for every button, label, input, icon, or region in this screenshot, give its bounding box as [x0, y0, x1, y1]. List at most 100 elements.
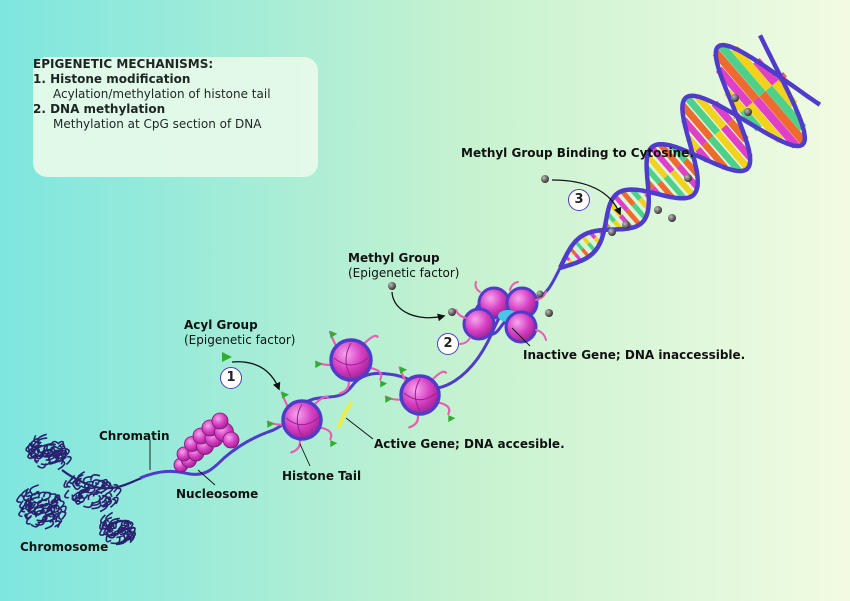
label-active-gene: Active Gene; DNA accesible.	[374, 437, 565, 451]
base-pair	[631, 203, 648, 220]
acyl-group-icon	[330, 440, 338, 448]
bound-methyl-group-icon	[608, 228, 616, 236]
free-methyl-group-icon	[541, 175, 549, 183]
dna-strand-b	[558, 42, 822, 270]
label-acyl-group: Acyl Group	[184, 318, 258, 332]
base-pair	[620, 189, 636, 207]
base-pair	[612, 194, 629, 212]
base-pair	[765, 85, 807, 131]
base-pair	[708, 135, 742, 174]
label-methyl-group-sub: (Epigenetic factor)	[348, 266, 460, 280]
chromosome-coil	[63, 470, 122, 513]
base-pair	[684, 94, 721, 135]
label-nucleosome: Nucleosome	[176, 487, 259, 501]
acyl-group-icon	[330, 330, 338, 338]
histone-group	[266, 330, 456, 454]
arrow-acyl-to-histone	[231, 361, 281, 391]
base-pair	[649, 145, 675, 174]
base-pair	[694, 94, 727, 130]
bound-methyl-group-icon	[684, 174, 692, 182]
acyl-group-icon	[380, 380, 388, 388]
base-pair	[701, 141, 728, 170]
histone-seam	[296, 403, 303, 437]
base-pair	[714, 130, 751, 171]
histone-tail	[362, 334, 379, 346]
acyl-group-icon	[400, 366, 408, 374]
histone-tail	[436, 401, 451, 416]
nucleosome-cluster	[173, 412, 240, 473]
arrow-methyl-to-inactive-gene	[391, 291, 446, 322]
base-pair	[625, 208, 642, 227]
chromosome-arm	[61, 469, 143, 490]
bound-methyl-group-icon	[731, 94, 739, 102]
chromatin-strand	[139, 267, 562, 480]
histone-tail	[312, 395, 330, 407]
info-item-dna-methylation-desc: Methylation at CpG section of DNA	[53, 117, 262, 131]
base-pair	[731, 45, 773, 91]
base-pair	[679, 102, 714, 141]
histone-seam	[333, 357, 369, 366]
free-methyl-group-icon	[388, 282, 396, 290]
base-pair	[721, 124, 753, 160]
info-item-dna-methylation: 2. DNA methylation	[33, 102, 166, 116]
base-pair	[645, 153, 668, 179]
base-pair	[717, 42, 766, 97]
free-acyl-group-icon	[222, 352, 232, 362]
label-leader-lines	[149, 327, 531, 486]
step-marker-3: 3	[568, 189, 590, 211]
active-gene-segment	[336, 400, 354, 429]
base-pair	[715, 66, 753, 108]
bound-methyl-group-icon	[744, 108, 752, 116]
histone	[266, 391, 338, 454]
label-inactive-gene: Inactive Gene; DNA inaccessible.	[523, 348, 746, 362]
info-box-title: EPIGENETIC MECHANISMS:	[33, 57, 214, 71]
histone-core	[399, 374, 441, 416]
step-marker-1: 1	[220, 367, 242, 389]
histone-seam	[285, 417, 319, 426]
label-chromatin: Chromatin	[99, 429, 170, 443]
histone-tail	[430, 370, 448, 382]
dna-strand-a	[559, 34, 808, 271]
base-pair	[669, 169, 696, 198]
chromosome-illustration	[16, 433, 143, 546]
dna-double-helix	[558, 34, 822, 271]
label-methyl-binding: Methyl Group Binding to Cytosine.	[461, 146, 694, 160]
histone-tail	[368, 366, 383, 381]
mechanisms-info-box: EPIGENETIC MECHANISMS: 1. Histone modifi…	[33, 57, 318, 177]
acyl-group-icon	[282, 391, 290, 399]
bound-methyl-group-icon	[668, 214, 676, 222]
base-pair	[663, 175, 687, 201]
bound-methyl-group-icon	[654, 206, 662, 214]
histone	[384, 366, 456, 429]
arrow-methyl-to-cytosine	[551, 179, 622, 216]
acyl-group-icon	[448, 415, 456, 423]
histone-core	[329, 338, 373, 382]
histone-seam	[345, 342, 352, 378]
base-pair	[759, 91, 808, 145]
step-marker-2: 2	[437, 333, 459, 355]
label-histone-tail: Histone Tail	[282, 469, 362, 483]
info-item-histone-modification-desc: Acylation/methylation of histone tail	[53, 87, 271, 101]
acyl-group-icon	[385, 395, 393, 403]
chromosome-coil	[99, 511, 137, 546]
histone-seam	[403, 392, 437, 401]
info-item-histone-modification: 1. Histone modification	[33, 72, 191, 86]
base-pair	[746, 102, 784, 144]
chromosome-coil	[25, 433, 72, 471]
base-pair	[712, 50, 760, 102]
base-pair	[681, 117, 708, 146]
acyl-group-icon	[267, 420, 275, 428]
histone-seam	[414, 378, 421, 412]
label-acyl-group-sub: (Epigenetic factor)	[184, 333, 296, 347]
base-pair	[657, 142, 681, 168]
label-chromosome: Chromosome	[20, 540, 109, 554]
histone-core	[281, 399, 323, 441]
base-pair	[752, 96, 800, 149]
chromosome-coil	[16, 484, 67, 530]
histone	[314, 330, 388, 395]
acyl-group-icon	[315, 361, 323, 369]
inactive-gene-cluster	[448, 281, 553, 345]
histone-tail	[318, 426, 333, 441]
bound-methyl-group-icon	[622, 221, 630, 229]
